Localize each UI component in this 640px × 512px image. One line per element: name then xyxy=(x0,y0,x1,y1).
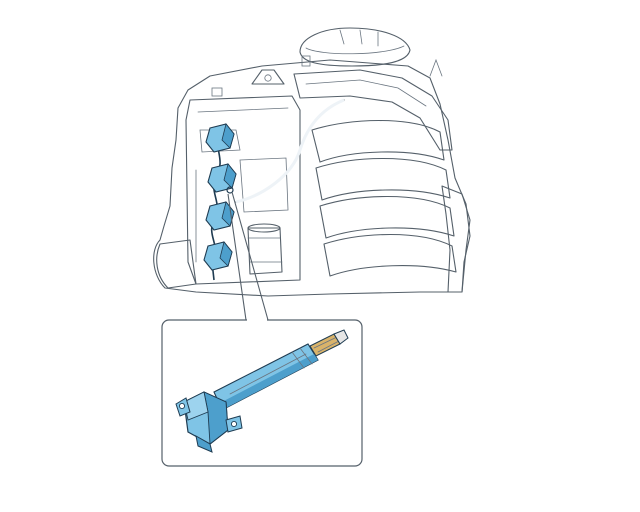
ignition-coil-icon-3 xyxy=(205,201,235,231)
ignition-coil-detail-illustration xyxy=(175,329,349,453)
ignition-coil-icon-4 xyxy=(203,241,233,271)
callout-leader-line xyxy=(227,191,269,321)
ignition-coil-icon-1 xyxy=(205,123,235,153)
ignition-coil-icon-2 xyxy=(207,163,237,193)
outboard-engine-illustration xyxy=(153,27,471,297)
callout-anchor-icon xyxy=(226,186,234,194)
ignition-coil-group xyxy=(203,123,237,281)
detail-inset xyxy=(161,318,363,467)
